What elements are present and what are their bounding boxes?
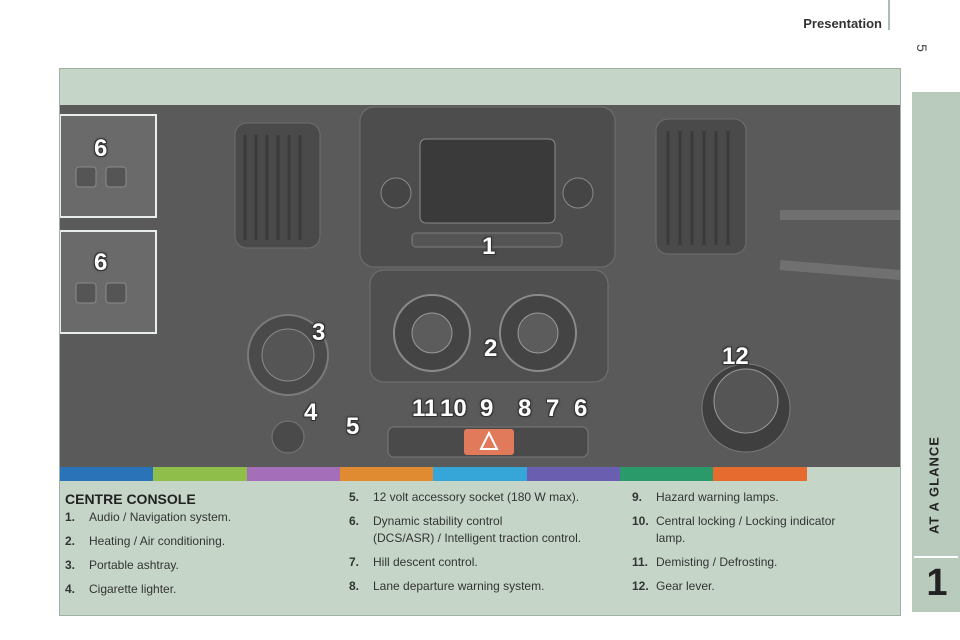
callout-7: 7 <box>546 395 560 422</box>
console-title: CENTRE CONSOLE <box>65 491 196 507</box>
callout-4: 4 <box>304 399 318 426</box>
header-rule <box>888 0 890 30</box>
callout-6c: 6 <box>574 395 588 422</box>
legend-item: 5. 12 volt accessory socket (180 W max). <box>349 489 619 506</box>
legend-text: Hazard warning lamps. <box>656 490 779 504</box>
callout-9: 9 <box>480 395 494 422</box>
side-tab-rule <box>914 556 958 558</box>
legend-text: Demisting / Defrosting. <box>656 555 778 569</box>
legend-text: Portable ashtray. <box>89 558 179 572</box>
legend-item: 8. Lane departure warning system. <box>349 578 619 595</box>
callout-6b: 6 <box>94 249 108 276</box>
callout-2: 2 <box>484 335 498 362</box>
color-bar-segment <box>339 467 434 481</box>
legend-num: 2. <box>65 534 76 548</box>
legend-item: 2. Heating / Air conditioning. <box>65 533 325 550</box>
callout-5: 5 <box>346 413 360 440</box>
legend-text: Cigarette lighter. <box>89 582 177 596</box>
callout-12: 12 <box>722 343 749 370</box>
color-bar-segment <box>246 467 340 481</box>
legend-text: Dynamic stability control (DCS/ASR) / In… <box>373 514 582 545</box>
side-tab-label-wrap: AT A GLANCE <box>924 410 944 560</box>
header-title: Presentation <box>803 16 882 31</box>
figure-panel: 6 6 1 3 2 12 4 5 11 10 9 8 7 6 CENTRE CO… <box>59 68 901 616</box>
legend-text: Hill descent control. <box>373 555 478 569</box>
callout-1: 1 <box>482 233 496 260</box>
color-bar-segment <box>806 467 900 481</box>
page-number: 5 <box>913 44 930 52</box>
callout-3: 3 <box>312 319 326 346</box>
legend-num: 5. <box>349 490 360 504</box>
legend-item: 11. Demisting / Defrosting. <box>632 554 894 571</box>
legend-num: 4. <box>65 582 76 596</box>
legend-column-2: 5.12 volt accessory socket (180 W max). … <box>349 489 619 602</box>
callout-10: 10 <box>440 395 467 422</box>
color-bar-segment <box>60 467 154 481</box>
legend-item: 3. Portable ashtray. <box>65 557 325 574</box>
legend-num: 3. <box>65 558 76 572</box>
legend-text: Gear lever. <box>656 579 715 593</box>
legend-num: 8. <box>349 579 360 593</box>
side-tab-label: AT A GLANCE <box>926 436 942 534</box>
callout-6a: 6 <box>94 135 108 162</box>
callout-8: 8 <box>518 395 532 422</box>
color-bar-segment <box>433 467 527 481</box>
color-bar-segment <box>619 467 714 481</box>
legend-num: 9. <box>632 490 643 504</box>
color-bar-segment <box>713 467 807 481</box>
color-bar-segment <box>153 467 247 481</box>
legend-num: 7. <box>349 555 360 569</box>
legend-num: 10. <box>632 514 649 528</box>
legend-column-1: 1. Audio / Navigation system. 2. Heating /… <box>65 509 325 605</box>
legend-item: 7. Hill descent control. <box>349 554 619 571</box>
legend-num: 12. <box>632 579 649 593</box>
legend-text: 12 volt accessory socket (180 W max). <box>373 490 580 504</box>
color-bar <box>60 467 900 481</box>
dashboard-illustration: 6 6 1 3 2 12 4 5 11 10 9 8 7 6 <box>60 105 900 467</box>
legend-text: Central locking / Locking indicator lamp… <box>656 514 836 545</box>
callout-11: 11 <box>412 395 438 422</box>
legend-item: 6. Dynamic stability control (DCS/ASR) / … <box>349 513 619 547</box>
legend-column-3: 9. Hazard warning lamps. 10. Central locki… <box>632 489 894 602</box>
side-tab <box>912 92 960 612</box>
legend-item: 9. Hazard warning lamps. <box>632 489 894 506</box>
legend-text: Heating / Air conditioning. <box>89 534 226 548</box>
legend-num: 11. <box>632 555 649 569</box>
legend-text: Lane departure warning system. <box>373 579 545 593</box>
dashboard-drawing <box>60 105 900 467</box>
legend-num: 6. <box>349 514 360 528</box>
legend-text: Audio / Navigation system. <box>89 510 232 524</box>
legend-item: 12. Gear lever. <box>632 578 894 595</box>
legend-item: 1. Audio / Navigation system. <box>65 509 325 526</box>
legend-item: 10. Central locking / Locking indicator l… <box>632 513 894 547</box>
legend-item: 4. Cigarette lighter. <box>65 581 325 598</box>
color-bar-segment <box>526 467 620 481</box>
chapter-number: 1 <box>926 562 948 604</box>
legend-num: 1. <box>65 510 76 524</box>
